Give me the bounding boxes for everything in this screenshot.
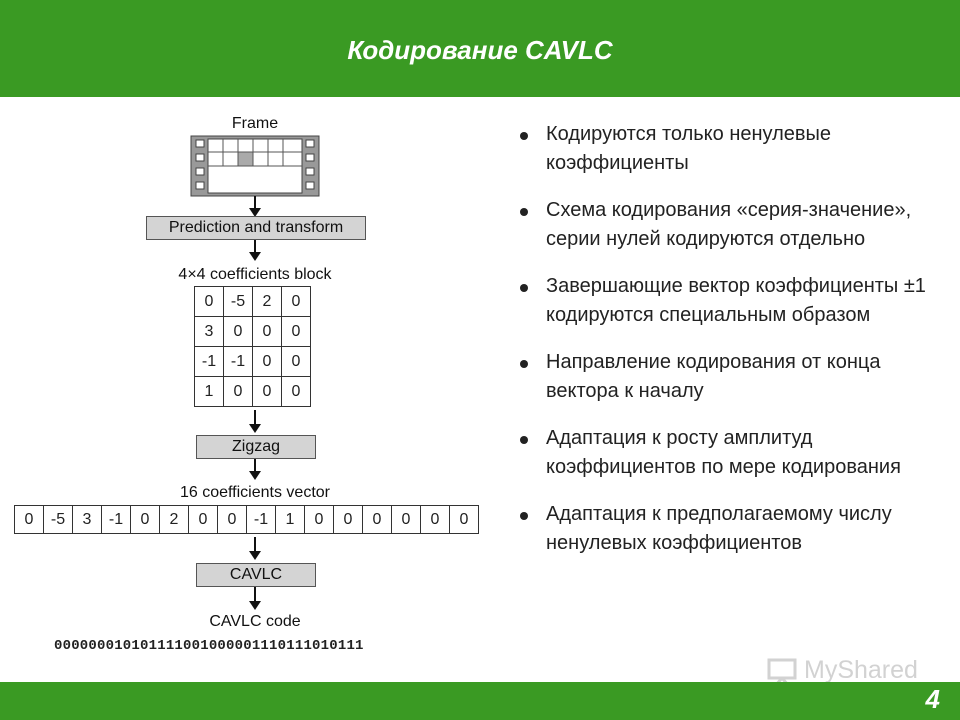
bullet-text: Направление кодирования от конца вектора… bbox=[546, 351, 881, 402]
bullet-text: Адаптация к росту амплитуд коэффициентов… bbox=[546, 427, 901, 478]
block-row: 1 0 0 0 bbox=[194, 376, 311, 407]
frame-film-icon bbox=[190, 135, 320, 197]
bullet-item: Схема кодирования «серия-значение», сери… bbox=[516, 196, 956, 254]
vector-cell: 1 bbox=[275, 505, 305, 534]
vector-cell: 0 bbox=[130, 505, 160, 534]
bullet-list: Кодируются только ненулевые коэффициенты… bbox=[516, 120, 956, 576]
bullet-item: Адаптация к предполагаемому числу ненуле… bbox=[516, 500, 956, 558]
arrow-down-icon bbox=[249, 410, 261, 433]
block-cell: 0 bbox=[252, 316, 282, 347]
bullet-dot-icon bbox=[520, 360, 528, 368]
bullet-text: Завершающие вектор коэффициенты ±1 кодир… bbox=[546, 275, 926, 326]
vector-cell: 2 bbox=[159, 505, 189, 534]
block-cell: 0 bbox=[194, 286, 224, 317]
block-cell: 0 bbox=[223, 376, 253, 407]
vector-cell: 0 bbox=[304, 505, 334, 534]
vector-cell: 0 bbox=[14, 505, 44, 534]
bullet-item: Кодируются только ненулевые коэффициенты bbox=[516, 120, 956, 178]
vector-cell: 0 bbox=[188, 505, 218, 534]
block-row: 3 0 0 0 bbox=[194, 316, 311, 347]
bullet-dot-icon bbox=[520, 284, 528, 292]
frame-label: Frame bbox=[231, 115, 279, 132]
block-label: 4×4 coefficients block bbox=[178, 266, 332, 283]
bullet-dot-icon bbox=[520, 132, 528, 140]
cavlc-box: CAVLC bbox=[196, 563, 316, 587]
vector-cell: 0 bbox=[362, 505, 392, 534]
block-cell: 0 bbox=[281, 376, 311, 407]
vector-cell: -1 bbox=[246, 505, 276, 534]
vector-cell: 0 bbox=[391, 505, 421, 534]
bullet-item: Завершающие вектор коэффициенты ±1 кодир… bbox=[516, 272, 956, 330]
page-number: 4 bbox=[925, 684, 940, 714]
vector-cell: -5 bbox=[43, 505, 73, 534]
arrow-down-icon bbox=[249, 196, 261, 217]
block-cell: 3 bbox=[194, 316, 224, 347]
arrow-down-icon bbox=[249, 587, 261, 610]
block-cell: -5 bbox=[223, 286, 253, 317]
bullet-item: Направление кодирования от конца вектора… bbox=[516, 348, 956, 406]
coefficients-block: 0 -5 2 0 3 0 0 0 -1 -1 0 0 1 0 0 0 bbox=[194, 286, 311, 407]
vector-cell: 0 bbox=[420, 505, 450, 534]
myshared-watermark: MyShared bbox=[766, 656, 926, 686]
bullet-item: Адаптация к росту амплитуд коэффициентов… bbox=[516, 424, 956, 482]
watermark-text: MyShared bbox=[804, 656, 918, 684]
vector-cell: 0 bbox=[217, 505, 247, 534]
vector-label: 16 coefficients vector bbox=[179, 484, 330, 501]
arrow-down-icon bbox=[249, 459, 261, 480]
vector-cell: -1 bbox=[101, 505, 131, 534]
block-cell: -1 bbox=[223, 346, 253, 377]
block-cell: 2 bbox=[252, 286, 282, 317]
block-row: 0 -5 2 0 bbox=[194, 286, 311, 317]
block-cell: 0 bbox=[281, 286, 311, 317]
arrow-down-icon bbox=[249, 537, 261, 560]
cavlc-code-label: CAVLC code bbox=[209, 613, 301, 630]
cavlc-diagram: Frame Prediction and transform 4×4 coeff… bbox=[0, 100, 500, 680]
zigzag-box: Zigzag bbox=[196, 435, 316, 459]
cavlc-code-bits: 000000010101111001000001110111010111 bbox=[54, 638, 364, 654]
block-cell: 0 bbox=[252, 376, 282, 407]
block-cell: 0 bbox=[281, 316, 311, 347]
vector-cell: 3 bbox=[72, 505, 102, 534]
block-cell: 0 bbox=[223, 316, 253, 347]
bullet-dot-icon bbox=[520, 512, 528, 520]
block-cell: 1 bbox=[194, 376, 224, 407]
slide-footer: 4 bbox=[0, 682, 960, 720]
slide-title: Кодирование CAVLC bbox=[347, 35, 613, 65]
prediction-transform-box: Prediction and transform bbox=[146, 216, 366, 240]
block-cell: -1 bbox=[194, 346, 224, 377]
bullet-text: Схема кодирования «серия-значение», сери… bbox=[546, 199, 912, 250]
vector-cell: 0 bbox=[449, 505, 479, 534]
slide-header: Кодирование CAVLC bbox=[0, 0, 960, 97]
bullet-text: Кодируются только ненулевые коэффициенты bbox=[546, 123, 832, 174]
coefficients-vector: 0 -5 3 -1 0 2 0 0 -1 1 0 0 0 0 0 0 bbox=[14, 505, 479, 534]
bullet-dot-icon bbox=[520, 436, 528, 444]
vector-row: 0 -5 3 -1 0 2 0 0 -1 1 0 0 0 0 0 0 bbox=[14, 505, 479, 534]
vector-cell: 0 bbox=[333, 505, 363, 534]
block-cell: 0 bbox=[281, 346, 311, 377]
block-cell: 0 bbox=[252, 346, 282, 377]
arrow-down-icon bbox=[249, 240, 261, 261]
bullet-dot-icon bbox=[520, 208, 528, 216]
block-row: -1 -1 0 0 bbox=[194, 346, 311, 377]
bullet-text: Адаптация к предполагаемому числу ненуле… bbox=[546, 503, 892, 554]
